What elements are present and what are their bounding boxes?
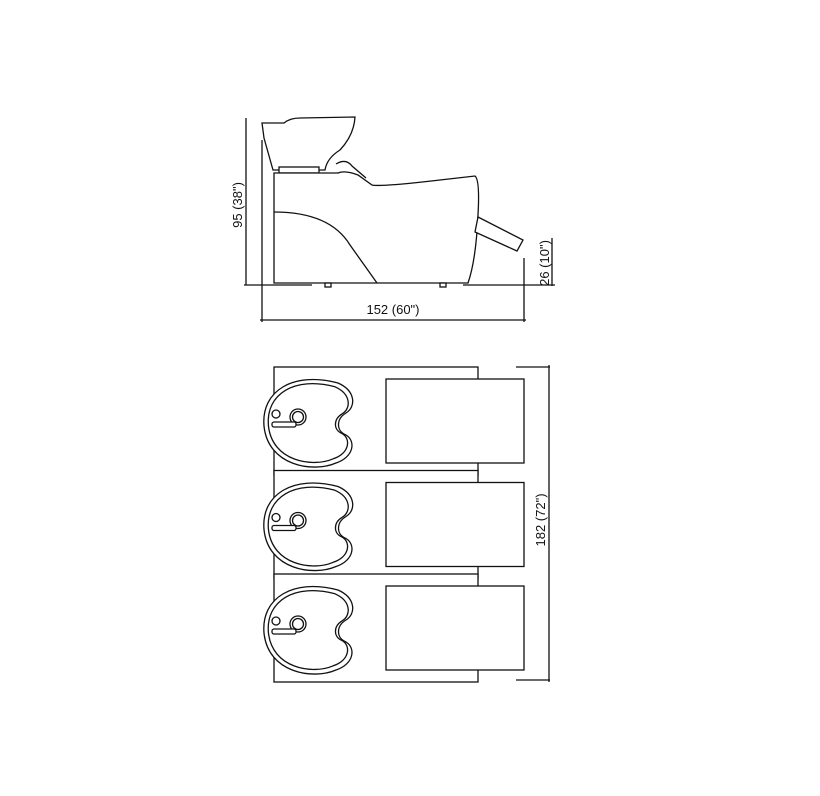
wash-bowl	[263, 482, 354, 572]
foot	[324, 282, 332, 288]
faucet-spout	[271, 421, 297, 428]
shampoo-unit	[263, 573, 525, 683]
drain-inner	[291, 410, 305, 424]
seat-height-label: 26 (10")	[537, 240, 552, 286]
headrest-curve	[335, 160, 367, 179]
shampoo-unit	[263, 469, 525, 580]
side-view: 95 (38") 152 (60") 26 (10")	[230, 116, 555, 322]
top-view: 182 (72")	[263, 365, 550, 683]
wash-bowl	[263, 378, 354, 468]
faucet-spout	[271, 524, 297, 532]
faucet-spout	[271, 628, 297, 635]
bowl-inner-rim	[267, 383, 349, 464]
shampoo-unit	[263, 366, 525, 476]
chair-seat	[385, 481, 525, 568]
length-label: 152 (60")	[366, 302, 419, 317]
foot	[439, 282, 447, 288]
bowl-inner-rim	[267, 590, 349, 671]
wash-bowl	[261, 116, 356, 171]
drain-inner	[291, 617, 305, 631]
drain-inner	[291, 514, 305, 527]
faucet-handle	[271, 616, 281, 626]
side-panel-curve	[273, 211, 378, 284]
bowl-support	[278, 166, 320, 174]
chair-seat	[385, 585, 525, 671]
height-label: 95 (38")	[230, 182, 245, 228]
total-length-label: 182 (72")	[533, 493, 548, 546]
faucet-handle	[271, 512, 281, 523]
wash-bowl	[263, 585, 354, 675]
faucet-handle	[271, 409, 281, 419]
bowl-inner-rim	[267, 486, 349, 567]
chair-body	[273, 171, 480, 284]
chair-seat	[385, 378, 525, 464]
footrest	[474, 216, 524, 252]
